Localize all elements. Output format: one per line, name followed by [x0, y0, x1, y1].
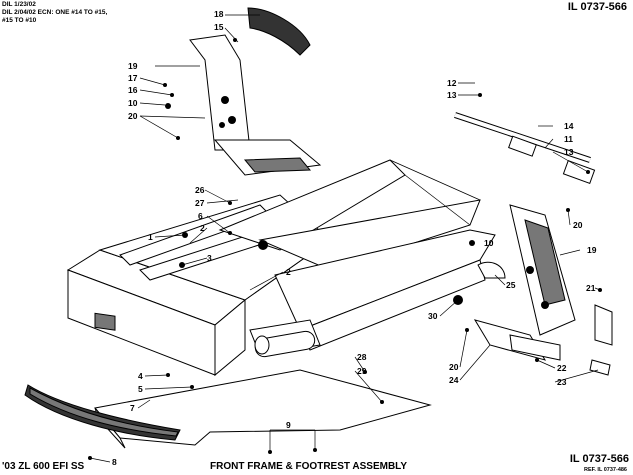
- callout-2b: 2: [286, 267, 291, 277]
- steering-tube-part: [254, 330, 316, 358]
- callout-11: 11: [564, 134, 573, 144]
- front-skid-part: [24, 384, 181, 441]
- revision-note-2: DIL 2/04/02 ECN: ONE #14 TO #15,: [2, 9, 108, 16]
- callout-6: 6: [198, 211, 203, 221]
- callout-17: 17: [128, 73, 138, 83]
- callout-labels: 18 15 19 17 16 10 20 12 13 14 11 13 26 2…: [112, 9, 597, 467]
- callout-18: 18: [214, 9, 224, 19]
- callout-16: 16: [128, 85, 138, 95]
- callout-1: 1: [148, 232, 153, 242]
- illustration-id-top: IL 0737-566: [567, 1, 627, 13]
- callout-12: 12: [447, 78, 457, 88]
- reference-id: REF. IL 0737-486: [583, 467, 627, 473]
- callout-7: 7: [130, 403, 135, 413]
- callout-5: 5: [138, 384, 143, 394]
- revision-note-1: DIL 1/23/02: [2, 1, 36, 8]
- callout-23: 23: [557, 377, 567, 387]
- footrest-bracket-part: [473, 319, 561, 361]
- callout-20b: 20: [573, 220, 583, 230]
- illustration-id-bottom: IL 0737-566: [569, 453, 629, 465]
- model-name: '03 ZL 600 EFI SS: [2, 461, 85, 472]
- leader-lines: [89, 14, 601, 463]
- callout-15: 15: [214, 22, 224, 32]
- callout-22: 22: [557, 363, 567, 373]
- tunnel-frame-part: [218, 159, 496, 356]
- callout-25: 25: [506, 280, 516, 290]
- callout-4: 4: [138, 371, 143, 381]
- callout-19: 19: [128, 61, 138, 71]
- callout-9: 9: [286, 420, 291, 430]
- callout-10: 10: [128, 98, 138, 108]
- callout-2a: 2: [200, 223, 205, 233]
- callout-28: 28: [357, 352, 367, 362]
- revision-notes: DIL 1/23/02 DIL 2/04/02 ECN: ONE #14 TO …: [2, 1, 107, 25]
- callout-19b: 19: [587, 245, 597, 255]
- right-footrest-part: [509, 204, 576, 336]
- callout-3: 3: [207, 253, 212, 263]
- callout-20c: 20: [449, 362, 459, 372]
- callout-30: 30: [428, 311, 438, 321]
- callout-21: 21: [586, 283, 596, 293]
- callout-8: 8: [112, 457, 117, 467]
- callout-10b: 10: [484, 238, 494, 248]
- callout-26: 26: [195, 185, 205, 195]
- callout-24: 24: [449, 375, 459, 385]
- left-footrest-part: [189, 7, 322, 176]
- callout-13b: 13: [564, 147, 574, 157]
- callout-13: 13: [447, 90, 457, 100]
- side-bracket-part: [589, 304, 613, 376]
- revision-note-3: #15 TO #10: [2, 17, 37, 24]
- assembly-title: FRONT FRAME & FOOTREST ASSEMBLY: [210, 461, 408, 472]
- callout-14: 14: [564, 121, 574, 131]
- cover-part: [477, 261, 506, 279]
- callout-27: 27: [195, 198, 205, 208]
- callout-20: 20: [128, 111, 138, 121]
- steering-post-part: [454, 112, 596, 185]
- callout-29: 29: [357, 366, 367, 376]
